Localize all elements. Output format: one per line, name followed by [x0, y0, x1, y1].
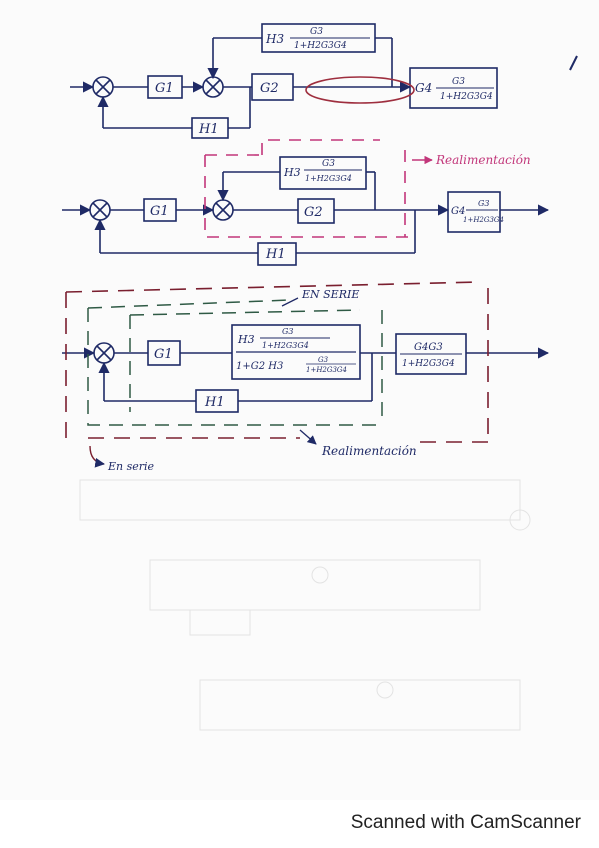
- d3-big-bottom-prefix: 1+G2 H3: [236, 361, 283, 372]
- d2-realimentacion-label: Realimentación: [435, 153, 531, 167]
- diagram-3: [62, 324, 550, 413]
- d1-g1-label: G1: [155, 81, 174, 96]
- d3-inner-dashed: [87, 299, 383, 426]
- d3-big-bottom-num: G3: [318, 356, 329, 364]
- diagram-2: [62, 156, 550, 266]
- d3-out-num: G4G3: [414, 342, 443, 353]
- diagram-1-labels: G1 G2 H1 H3 G3 1+H2G3G4 G4 G3 1+H2G3G4: [155, 27, 494, 137]
- d2-h3-label: H3: [283, 166, 301, 179]
- d2-g4-den: 1+H2G3G4: [463, 216, 504, 224]
- d1-h3-num: G3: [310, 27, 323, 37]
- d3-big-top-den: 1+H2G3G4: [262, 341, 309, 350]
- d3-h1-label: H1: [204, 395, 225, 410]
- d3-realimentacion-label: Realimentación: [321, 444, 417, 458]
- d2-g4-label: G4: [451, 206, 465, 217]
- d2-h3-den: 1+H2G3G4: [305, 174, 352, 183]
- d2-h3-num: G3: [322, 159, 335, 169]
- d3-en-serie-label: EN SERIE: [301, 288, 359, 301]
- d3-big-bottom-den: 1+H2G3G4: [306, 366, 347, 374]
- paper-background: [0, 0, 599, 800]
- camscanner-footer: Scanned with CamScanner: [350, 812, 581, 833]
- d3-big-top-num: G3: [282, 327, 293, 336]
- d2-g2-label: G2: [304, 205, 323, 220]
- d2-h1-label: H1: [265, 247, 286, 262]
- d1-g4-num: G3: [452, 77, 465, 87]
- diagram-2-labels: G1 G2 H1 H3 G3 1+H2G3G4 G4 G3 1+H2G3G4 R…: [150, 153, 531, 262]
- d1-h3-label: H3: [265, 32, 284, 46]
- highlight-ellipse: [305, 76, 415, 104]
- d1-h3-den: 1+H2G3G4: [294, 41, 347, 51]
- d3-en-serie-bottom-label: En serie: [107, 460, 155, 473]
- d2-pink-dashed-group: [204, 139, 408, 238]
- summing-junction-2: [202, 76, 224, 98]
- d3-g1-label: G1: [154, 347, 173, 362]
- d2-g1-label: G1: [150, 204, 169, 219]
- d1-g4-den: 1+H2G3G4: [440, 92, 493, 102]
- d3-outer-dashed: [65, 281, 489, 443]
- d2-g4-num: G3: [478, 199, 489, 208]
- summing-junction-1: [92, 76, 114, 98]
- d1-g4-label: G4: [415, 81, 432, 95]
- d3-big-h3: H3: [237, 333, 255, 346]
- bleed-through-marks: [79, 479, 531, 731]
- diagram-3-labels: G1 H1 H3 G3 1+H2G3G4 1+G2 H3 G3 1+H2G3G4…: [107, 288, 462, 473]
- d1-h1-label: H1: [198, 122, 219, 137]
- d3-out-den: 1+H2G3G4: [402, 359, 455, 369]
- d1-g2-label: G2: [260, 81, 279, 96]
